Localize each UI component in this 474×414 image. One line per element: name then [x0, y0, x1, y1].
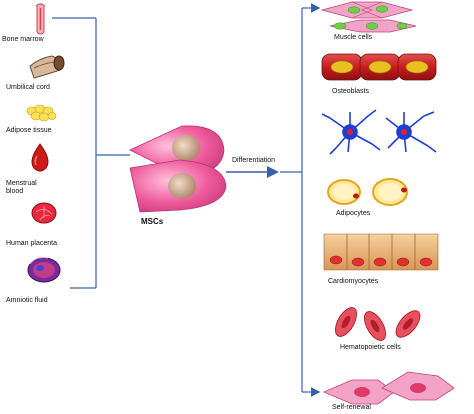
target-label-osteoblasts: Osteoblasts: [332, 88, 369, 95]
osteoblasts-icon: [321, 53, 437, 81]
target-label-muscle-cells: Muscle cells: [334, 34, 373, 41]
source-label-amniotic-fluid: Amniotic fluid: [6, 297, 48, 304]
target-label-cardiomyocytes: Cardiomyocytes: [328, 278, 379, 285]
muscle-cells-icon: [320, 1, 417, 33]
hematopoietic-cells-icon: [335, 307, 421, 341]
adipocytes-icon: [327, 178, 408, 206]
bone-marrow-icon: [35, 3, 46, 35]
blood-drop-icon: [31, 143, 49, 172]
target-bracket: [280, 3, 321, 397]
target-label-adipocytes: Adipocytes: [336, 210, 371, 217]
cardiomyocytes-icon: [323, 233, 439, 271]
neuron-cells-icon: [321, 109, 437, 155]
placenta-icon: [31, 202, 57, 224]
msc-label: MSCs: [141, 217, 164, 226]
source-label-human-placenta: Human placenta: [6, 240, 57, 247]
self-renewal-icon: [322, 371, 455, 405]
source-label-bone-marrow: Bone marrow: [2, 36, 44, 43]
source-label-adipose-tissue: Adipose tissue: [6, 127, 52, 134]
amniotic-fluid-icon: [27, 257, 61, 283]
target-label-hematopoietic-cells: Hematopoietic cells: [340, 344, 401, 351]
source-bracket: [52, 17, 130, 289]
source-label-umbilical-cord: Umbilical cord: [6, 84, 50, 91]
umbilical-cord-icon: [29, 55, 65, 79]
differentiation-label: Differentiation: [232, 157, 276, 164]
adipose-tissue-icon: [26, 104, 57, 122]
target-label-self-renewal: Self-renewal: [332, 404, 371, 411]
source-label-menstrual-blood: Menstrual blood: [6, 180, 37, 195]
msc-cell-bottom: [129, 159, 227, 213]
